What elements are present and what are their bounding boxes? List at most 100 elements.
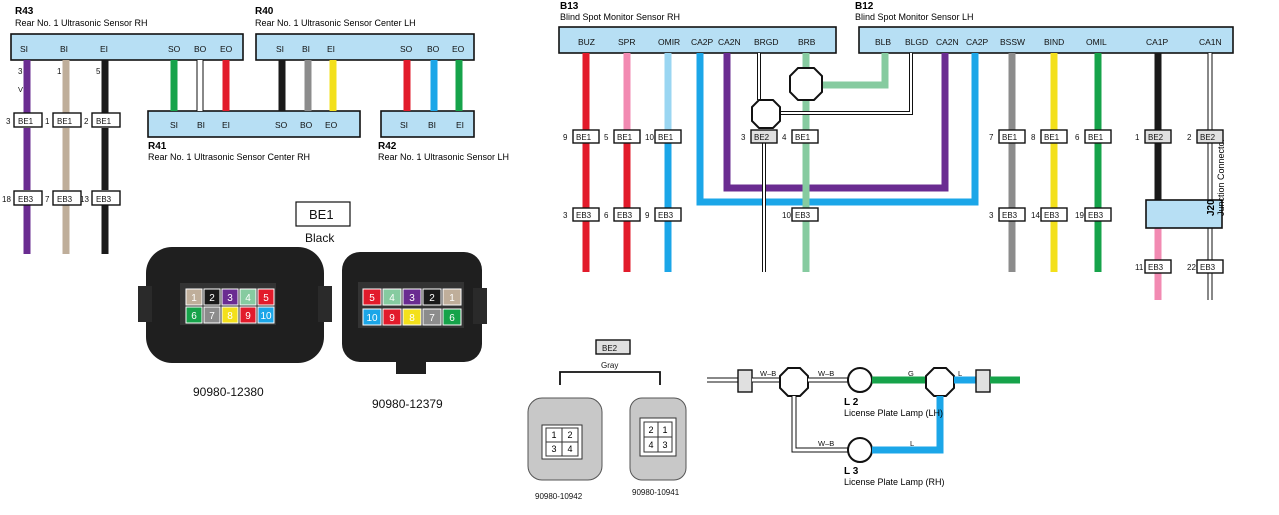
be2-box-pin-3: 3 <box>741 133 746 142</box>
r40-pin-bi: BI <box>302 44 310 54</box>
svg-text:BSSW: BSSW <box>1000 37 1025 47</box>
be2m-cell-label-3: 3 <box>662 440 667 450</box>
be2-part-female: 90980-10942 <box>535 492 583 501</box>
r40-pin-so: SO <box>400 44 413 54</box>
j20-id: J20 <box>1206 199 1217 216</box>
eb3-box-label-17: EB3 <box>1148 263 1164 272</box>
l3-id: L 3 <box>844 466 859 477</box>
r40-pin-si: SI <box>276 44 284 54</box>
be1f-pin-9 <box>239 306 257 324</box>
be1-color: Black <box>305 231 335 245</box>
b13-name: Blind Spot Monitor Sensor RH <box>560 12 680 22</box>
be1f-pin-label-7: 7 <box>209 311 215 322</box>
svg-text:CA1N: CA1N <box>1199 37 1222 47</box>
b12-pins: BLB BLGD CA2N CA2P BSSW BIND OMIL CA1P C… <box>875 37 1222 47</box>
svg-text:SPR: SPR <box>618 37 635 47</box>
r41-pin-si: SI <box>170 120 178 130</box>
r41-pin-so: SO <box>275 120 288 130</box>
svg-text:CA2P: CA2P <box>966 37 989 47</box>
j20-name: Junction Connector <box>1216 138 1226 216</box>
be1-box-2 <box>654 129 682 144</box>
be1m-pin-label-9: 9 <box>389 313 395 324</box>
be1m-pin-label-8: 8 <box>409 313 415 324</box>
r41-pin-bi: BI <box>197 120 205 130</box>
svg-text:V: V <box>18 85 23 94</box>
lamp-wire-wb-1: W–B <box>818 369 834 378</box>
svg-text:EB3: EB3 <box>57 195 73 204</box>
svg-text:CA2N: CA2N <box>936 37 959 47</box>
b12-name: Blind Spot Monitor Sensor LH <box>855 12 974 22</box>
be1f-pin-label-2: 2 <box>209 293 215 304</box>
be1-box-label-4: BE1 <box>795 133 811 142</box>
r43-pin-si: SI <box>20 44 28 54</box>
be1f-pin-4 <box>239 288 257 306</box>
lamp-wire-wb-0: W–B <box>760 369 776 378</box>
be2-title-box <box>595 339 631 355</box>
svg-text:BE1: BE1 <box>96 117 112 126</box>
be1-part-female: 90980-12380 <box>193 385 264 399</box>
eb3-box-label-6: EB3 <box>617 211 633 220</box>
be1-box-pin-2: 10 <box>645 133 654 142</box>
be1f-pin-label-10: 10 <box>260 311 272 322</box>
be1f-pin-2 <box>203 288 221 306</box>
lamp-wire-l: L <box>910 439 914 448</box>
be1m-pin-label-4: 4 <box>389 293 395 304</box>
eb3-box-label-16: EB3 <box>1088 211 1104 220</box>
be2-box-label-13: BE2 <box>1200 133 1216 142</box>
svg-text:1: 1 <box>57 67 62 76</box>
eb3-box-15 <box>1040 207 1068 222</box>
be2-box-12 <box>1144 129 1172 144</box>
r42-header <box>380 110 475 138</box>
eb3-box-14 <box>998 207 1026 222</box>
l2-id: L 2 <box>844 397 859 408</box>
l3-name: License Plate Lamp (RH) <box>844 477 945 487</box>
svg-text:BE1: BE1 <box>57 117 73 126</box>
eb3-box-18 <box>1196 259 1224 274</box>
be1m-pin-2 <box>422 288 442 306</box>
eb3-box-pin-18: 22 <box>1187 263 1196 272</box>
be1-box-0 <box>572 129 600 144</box>
be1m-pin-10 <box>362 308 382 326</box>
r40-name: Rear No. 1 Ultrasonic Sensor Center LH <box>255 18 416 28</box>
be1-box-label-1: BE1 <box>617 133 633 142</box>
lamp-wire-g: G <box>908 369 914 378</box>
splice-b13-brb <box>789 67 823 101</box>
be1-box-label-11: BE1 <box>1088 133 1104 142</box>
eb3-box-5 <box>572 207 600 222</box>
svg-text:7: 7 <box>45 195 50 204</box>
svg-text:5: 5 <box>96 67 101 76</box>
be1-box-label-9: BE1 <box>1002 133 1018 142</box>
be1-box-pin-1: 5 <box>604 133 609 142</box>
svg-text:BIND: BIND <box>1044 37 1064 47</box>
be1-title-box <box>295 201 351 227</box>
be1-box-9 <box>998 129 1026 144</box>
r42-pin-bi: BI <box>428 120 436 130</box>
r43-id: R43 <box>15 6 34 17</box>
be1f-pin-label-3: 3 <box>227 293 233 304</box>
be1m-pin-7 <box>422 308 442 326</box>
be1-box-pin-0: 9 <box>563 133 568 142</box>
b12-wires <box>1008 53 1213 300</box>
eb3-box-8 <box>791 207 819 222</box>
be1m-pin-label-6: 6 <box>449 313 455 324</box>
be2m-cell-label-4: 4 <box>648 440 653 450</box>
be2-color: Gray <box>601 361 618 370</box>
r42-pin-ei: EI <box>456 120 464 130</box>
be2-box-3 <box>750 129 778 144</box>
eb3-boxes-left: EB3 EB3 EB3 18 7 13 <box>2 190 121 206</box>
be2f-cell-label-4: 4 <box>567 444 572 454</box>
be1-part-male: 90980-12379 <box>372 397 443 411</box>
b13-wires <box>582 53 979 272</box>
svg-text:13: 13 <box>80 195 89 204</box>
r41-pin-eo: EO <box>325 120 338 130</box>
be1m-pin-label-1: 1 <box>449 293 455 304</box>
be2m-cell-label-1: 1 <box>662 425 667 435</box>
r40-pin-eo: EO <box>452 44 465 54</box>
r40-r41-wires <box>170 60 463 111</box>
eb3-box-pin-7: 9 <box>645 211 650 220</box>
svg-text:EB3: EB3 <box>96 195 112 204</box>
b13-id: B13 <box>560 1 579 12</box>
